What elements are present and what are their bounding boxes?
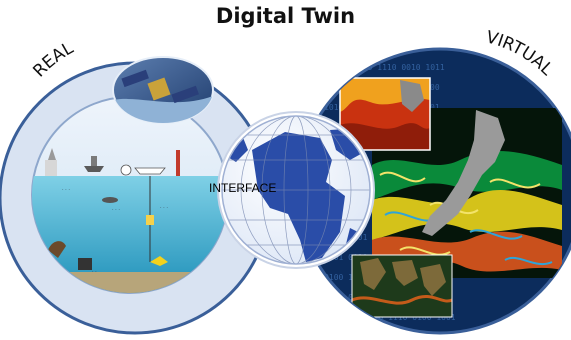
diagram-title: Digital Twin <box>215 4 356 28</box>
svg-text:. . .: . . . <box>112 206 120 212</box>
real-label: REAL <box>29 38 77 81</box>
satellite-image <box>112 56 214 124</box>
virtual-circle: 0101 1001 0110 1110 0010 1011 1100 0110 … <box>296 47 571 335</box>
ocean-model-image <box>372 108 562 278</box>
svg-text:0101 1001 0110 1110 0010 1011: 0101 1001 0110 1110 0010 1011 <box>305 63 445 72</box>
svg-text:. . .: . . . <box>62 186 70 192</box>
svg-text:1010 0011 1101 0010 1001 0111: 1010 0011 1101 0010 1001 0111 <box>300 233 440 242</box>
svg-text:. . .: . . . <box>160 204 168 210</box>
svg-text:. .: . . <box>92 268 97 274</box>
sst-inset-image <box>339 77 431 151</box>
interface-label: INTERFACE <box>209 181 277 195</box>
global-model-inset-image <box>351 254 453 318</box>
